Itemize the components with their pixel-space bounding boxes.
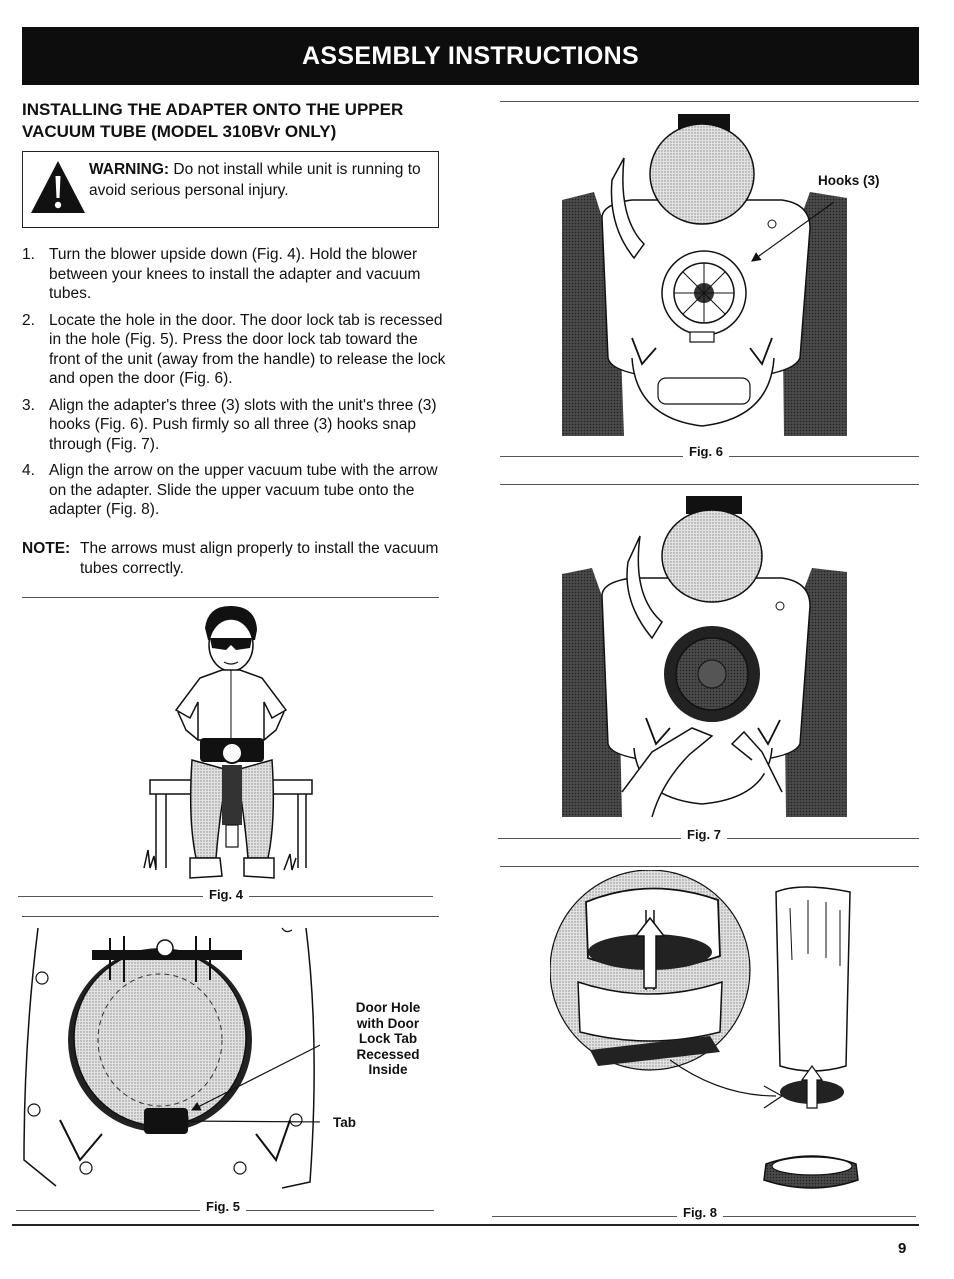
step-text: Locate the hole in the door. The door lo…: [49, 311, 446, 388]
fig6-caption: Fig. 6: [683, 444, 729, 459]
fig5-illustration: [23, 927, 320, 1189]
note: NOTE: The arrows must align properly to …: [22, 539, 447, 578]
section-title: INSTALLING THE ADAPTER ONTO THE UPPER VA…: [22, 100, 404, 141]
warning-triangle-icon: [31, 161, 85, 213]
fig4-caption: Fig. 4: [203, 887, 249, 902]
rule-fig8-top: [500, 866, 919, 867]
step-item: 2. Locate the hole in the door. The door …: [22, 311, 447, 389]
steps-list: 1. Turn the blower upside down (Fig. 4). …: [22, 245, 447, 527]
page-number: 9: [898, 1240, 907, 1257]
note-text: The arrows must align properly to instal…: [80, 540, 439, 577]
fig6-illustration: [562, 114, 847, 436]
step-number: 4.: [22, 462, 35, 479]
fig4-illustration: [143, 605, 313, 879]
fig7-caption: Fig. 7: [681, 827, 727, 842]
fig8-illustration: [550, 870, 859, 1189]
rule-fig4-top: [22, 597, 439, 598]
page-bottom-rule: [12, 1224, 919, 1226]
fig5-caption: Fig. 5: [200, 1199, 246, 1214]
fig5-callout-tab: Tab: [333, 1115, 356, 1130]
step-number: 1.: [22, 246, 35, 263]
step-item: 3. Align the adapter's three (3) slots wi…: [22, 396, 447, 455]
step-number: 2.: [22, 311, 35, 329]
warning-box: WARNING: Do not install while unit is ru…: [22, 151, 439, 228]
warning-text: WARNING: Do not install while unit is ru…: [89, 159, 429, 201]
fig7-illustration: [562, 496, 847, 817]
page-header: ASSEMBLY INSTRUCTIONS: [22, 27, 919, 85]
step-text: Align the adapter's three (3) slots with…: [49, 396, 437, 453]
warning-message: Do not install while unit is running to …: [89, 161, 421, 199]
rule-fig7-top: [500, 484, 919, 485]
fig5-callout-door-hole: Door Hole with Door Lock Tab Recessed In…: [355, 1000, 421, 1077]
fig8-caption: Fig. 8: [677, 1205, 723, 1220]
rule-fig6-top: [500, 101, 919, 102]
fig6-callout-hooks: Hooks (3): [818, 173, 880, 188]
rule-fig5-top: [22, 916, 439, 917]
step-number: 3.: [22, 396, 35, 414]
warning-label: WARNING:: [89, 161, 170, 178]
note-label: NOTE:: [22, 540, 71, 557]
step-text: Turn the blower upside down (Fig. 4). Ho…: [49, 246, 421, 302]
step-item: 4. Align the arrow on the upper vacuum tu…: [22, 461, 447, 520]
step-text: Align the arrow on the upper vacuum tube…: [49, 462, 438, 518]
step-item: 1. Turn the blower upside down (Fig. 4). …: [22, 245, 447, 304]
